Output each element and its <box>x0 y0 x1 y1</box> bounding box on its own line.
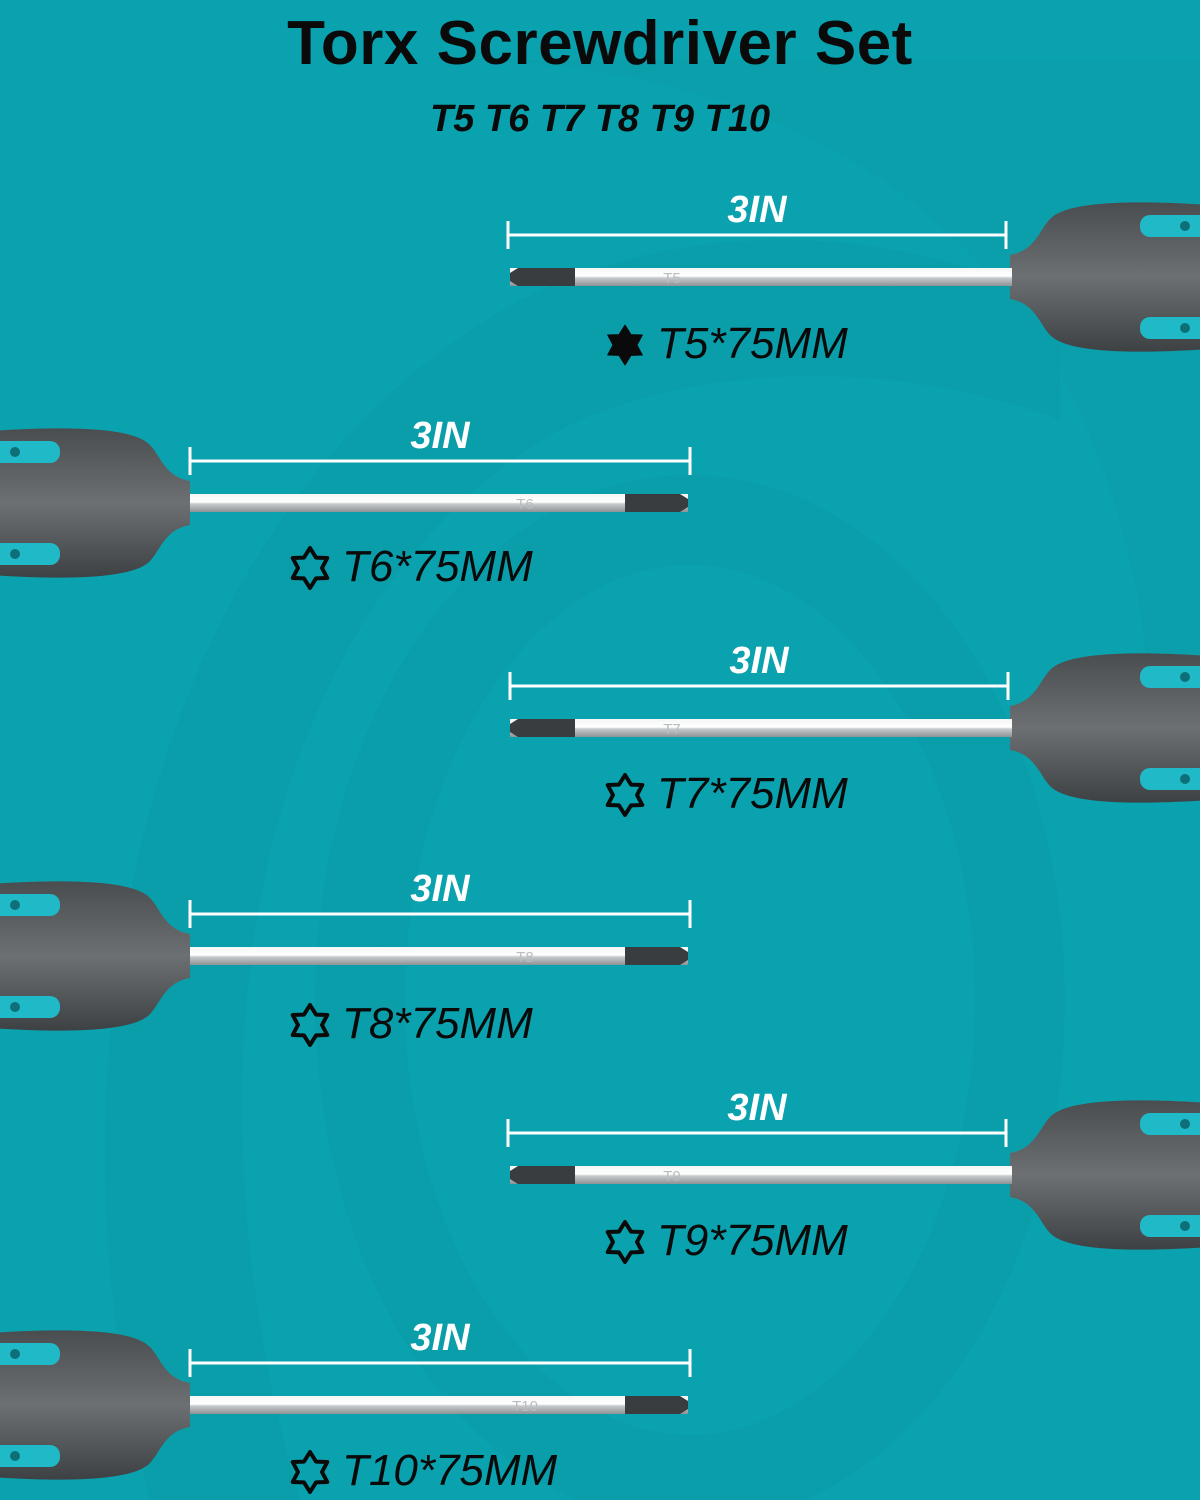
page-title: Torx Screwdriver Set <box>287 9 913 78</box>
screwdriver-t10: T10 <box>0 1330 692 1494</box>
handle <box>0 428 190 578</box>
length-measure-line <box>508 672 1010 700</box>
length-label: 3IN <box>729 640 789 682</box>
shaft-engraving: T9 <box>663 1168 681 1185</box>
torx-tip <box>510 719 575 737</box>
handle <box>0 881 190 1031</box>
torx-tip <box>510 268 575 286</box>
screwdriver-t8: T8 <box>0 881 692 1047</box>
screwdriver-t6: T6 <box>0 428 692 590</box>
torx-tip <box>625 947 688 965</box>
shaft-engraving: T10 <box>512 1398 538 1415</box>
length-label: 3IN <box>410 868 470 910</box>
size-label: T10*75MM <box>342 1446 558 1495</box>
handle <box>1010 202 1200 352</box>
length-measure-line <box>506 1119 1008 1147</box>
length-measure-line <box>188 900 692 928</box>
torx-tip <box>625 494 688 512</box>
length-label: 3IN <box>410 1317 470 1359</box>
screwdriver-t7: T7 <box>508 653 1200 817</box>
shaft-engraving: T5 <box>663 270 681 287</box>
screwdriver-t9: T9 <box>506 1100 1200 1264</box>
size-label: T8*75MM <box>342 999 533 1048</box>
torx-outline-star-icon <box>290 1450 330 1494</box>
shaft-engraving: T7 <box>663 721 681 738</box>
shaft <box>190 947 688 965</box>
torx-tip <box>510 1166 575 1184</box>
length-measure-line <box>188 1349 692 1377</box>
torx-outline-star-icon <box>605 773 645 817</box>
handle <box>0 1330 190 1480</box>
shaft-engraving: T6 <box>516 496 534 513</box>
shaft-engraving: T8 <box>516 949 534 966</box>
screwdriver-t5: T5 <box>506 202 1200 366</box>
size-label: T9*75MM <box>657 1216 848 1265</box>
torx-tip <box>625 1396 688 1414</box>
length-label: 3IN <box>727 189 787 231</box>
shaft <box>510 1166 1012 1184</box>
torx-solid-star-icon <box>607 324 643 366</box>
torx-outline-star-icon <box>290 546 330 590</box>
shaft <box>510 268 1012 286</box>
handle <box>1010 1100 1200 1250</box>
torx-outline-star-icon <box>605 1220 645 1264</box>
shaft <box>510 719 1012 737</box>
torx-outline-star-icon <box>290 1003 330 1047</box>
shaft <box>190 1396 688 1414</box>
size-label: T7*75MM <box>657 769 848 818</box>
size-list-subtitle: T5 T6 T7 T8 T9 T10 <box>430 98 770 140</box>
background-watermark <box>104 58 1200 1500</box>
length-label: 3IN <box>727 1087 787 1129</box>
size-label: T5*75MM <box>657 319 848 368</box>
handle <box>1010 653 1200 803</box>
length-measure-line <box>506 221 1008 249</box>
length-label: 3IN <box>410 415 470 457</box>
shaft <box>190 494 688 512</box>
size-label: T6*75MM <box>342 542 533 591</box>
length-measure-line <box>188 447 692 475</box>
